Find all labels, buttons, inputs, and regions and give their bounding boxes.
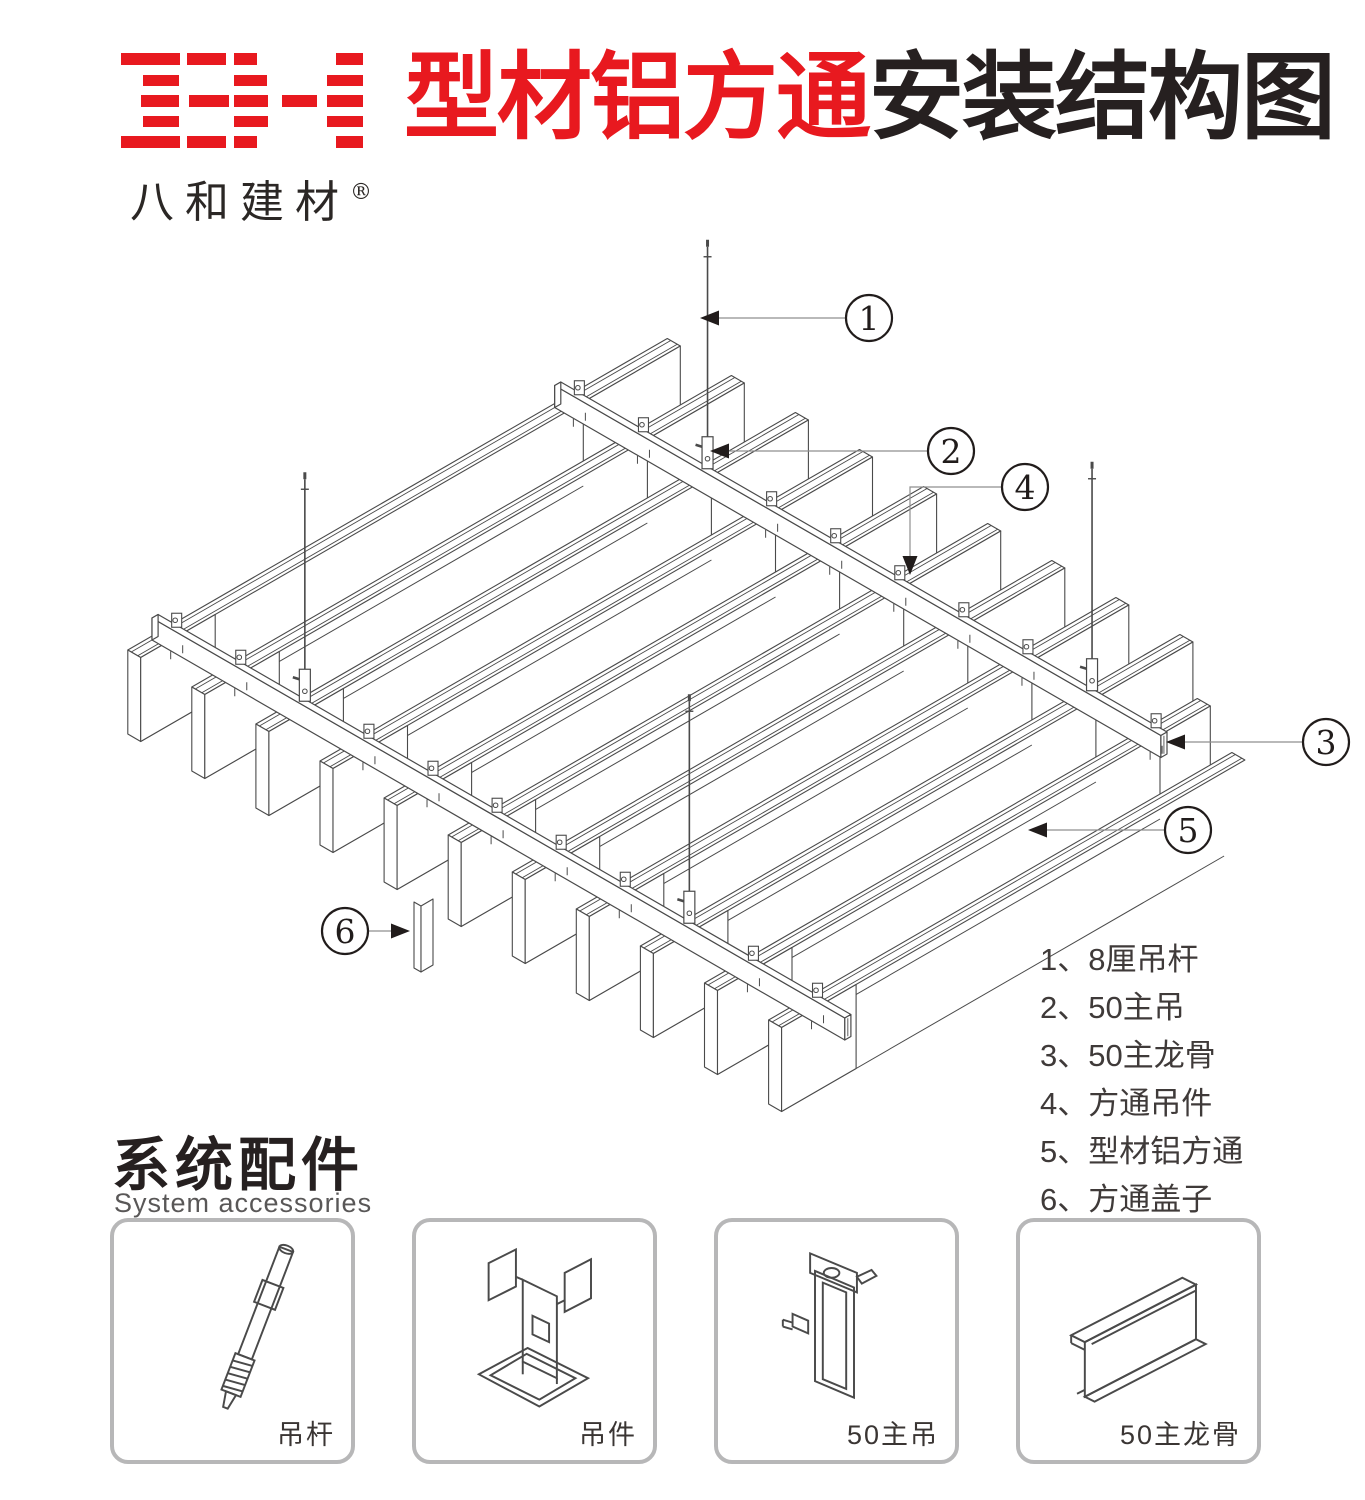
registered-mark: ® [350,180,372,205]
tube-clip [555,834,567,850]
hanger-rod-assembly [695,239,714,470]
accessory-card-main-keel: 50主龙骨 [1016,1218,1261,1464]
brand-name: 八和建材® [130,177,372,228]
tube-cover-cap [413,898,434,973]
hanger-rod-assembly [1079,461,1099,692]
callout-circle [926,426,976,476]
accessory-label: 50主龙骨 [1119,1420,1241,1450]
tube-clip [894,565,906,581]
callouts: 1 2 3 4 5 6 [320,293,1351,956]
legend-item-2: 2、50主吊 [1040,990,1185,1025]
tube-clip [811,982,824,998]
accessory-label: 吊杆 [277,1420,335,1450]
accessory-label: 50主吊 [846,1420,939,1450]
callout-3: 3 [1166,717,1351,767]
legend-item-5: 5、型材铝方通 [1040,1134,1244,1169]
tube-clip [427,760,439,776]
leader-arrowhead [1028,822,1047,838]
legend-item-4: 4、方通吊件 [1040,1086,1213,1121]
leader-arrowhead [1166,734,1185,750]
callout-2: 2 [710,426,976,476]
callout-number: 6 [335,912,356,951]
tube-clip [363,723,375,739]
leader-arrowhead [700,310,719,326]
hanger-rod-assembly [292,472,311,702]
callout-circle [1301,717,1351,767]
main-hanger-clip [701,436,714,470]
tube-clip [747,945,759,961]
main-hanger-clip [298,668,311,702]
leader-line [909,486,1002,561]
tube-clip [958,602,970,618]
legend-item-6: 6、方通盖子 [1040,1182,1213,1217]
legend-item-1: 1、8厘吊杆 [1040,942,1199,977]
accessory-card-hanger-clip: 吊件 [412,1218,657,1464]
main-hanger-clip [1085,658,1099,692]
main-keel-front [151,472,852,1041]
main-keel-icon [1069,1276,1208,1403]
callout-number: 3 [1316,723,1337,762]
callout-6: 6 [320,906,410,956]
brand-logo-icon [121,53,363,148]
legend: 1、8厘吊杆 2、50主吊 3、50主龙骨 4、方通吊件 5、型材铝方通 6、方通盖子 [1040,936,1243,1224]
callout-number: 4 [1015,468,1036,507]
hanger-clip-icon [476,1247,592,1408]
callout-circle [844,293,894,343]
ceiling-structure [127,239,1246,1113]
leader-arrowhead [391,923,410,939]
accessory-card-main-hanger: 50主吊 [714,1218,959,1464]
accessories-heading-zh: 系统配件 [112,1133,365,1198]
tube-clip [491,797,503,813]
page-title: 型材铝方通安装结构图 [404,45,1336,151]
title-product: 型材铝方通 [404,45,871,151]
tube-clip [619,871,631,887]
callout-number: 2 [941,432,962,471]
main-keel-rear [554,239,1168,760]
hanger-rod-icon [220,1243,295,1410]
callout-circle [1163,805,1213,855]
tube-clip [637,417,650,433]
legend-item-3: 3、50主龙骨 [1040,1038,1216,1073]
accessory-label: 吊件 [579,1420,637,1450]
callout-4: 4 [902,462,1050,575]
title-suffix: 安装结构图 [869,45,1336,151]
callout-circle [1000,462,1050,512]
tube-clip [766,491,778,507]
main-hanger-icon [781,1251,878,1400]
callout-1: 1 [700,293,894,343]
main-hanger-clip [683,890,696,924]
hanger-rod-assembly [676,694,696,924]
accessories-heading-en: System accessories [114,1188,373,1218]
tube-clip [1022,639,1034,655]
leader-arrowhead [902,556,918,575]
tube-clip [830,528,842,544]
tube-clip [235,649,247,665]
accessory-card-hanger-rod: 吊杆 [110,1218,355,1464]
tube-clip [573,380,585,396]
callout-number: 1 [859,299,880,338]
callout-number: 5 [1178,811,1199,850]
callout-circle [320,906,370,956]
leader-arrowhead [710,443,729,459]
tube-clip [1150,713,1162,729]
tube-clip [171,612,183,628]
callout-5: 5 [1028,805,1213,855]
